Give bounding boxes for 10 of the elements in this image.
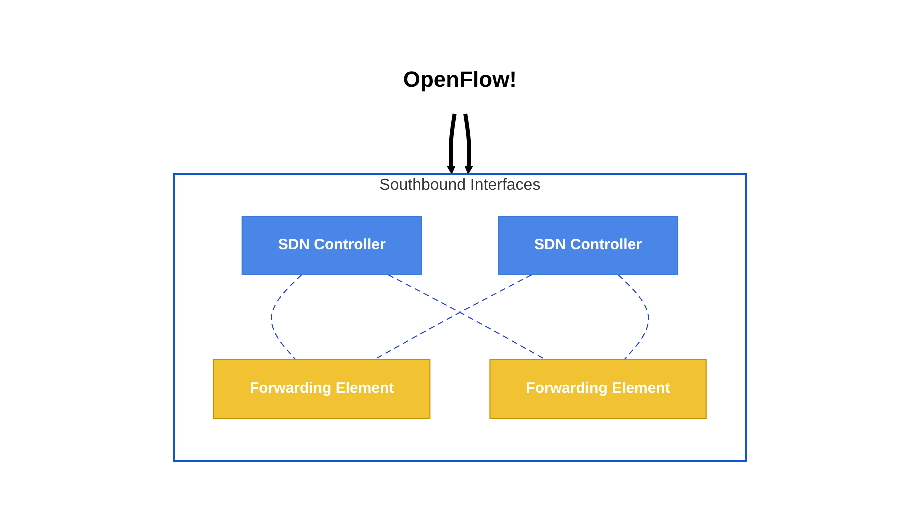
connector <box>271 274 302 360</box>
connector <box>618 274 649 360</box>
node-box: Forwarding Element <box>490 360 707 419</box>
node-box: Forwarding Element <box>213 360 430 419</box>
arrow <box>463 114 474 174</box>
node-box: SDN Controller <box>242 216 422 276</box>
connector <box>388 274 546 360</box>
node-box: SDN Controller <box>498 216 678 276</box>
node-text: OpenFlow! <box>403 67 517 92</box>
arrow <box>446 114 457 174</box>
